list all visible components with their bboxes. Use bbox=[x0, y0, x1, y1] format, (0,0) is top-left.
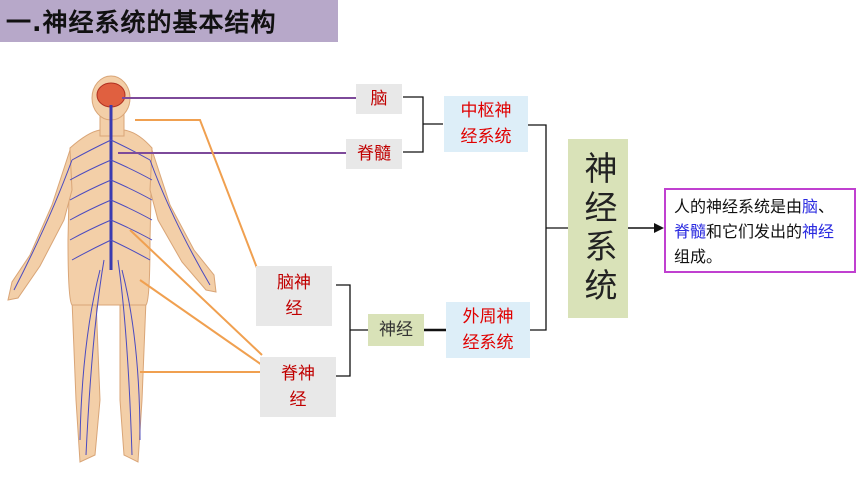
bracket-lines bbox=[336, 96, 568, 377]
summary-nerves: 神经 bbox=[802, 222, 835, 241]
page-title: 一.神经系统的基本结构 bbox=[6, 8, 277, 37]
summary-spinal-cord: 脊髓 bbox=[674, 222, 707, 241]
brain-label: 脑 bbox=[370, 89, 388, 109]
summary-brain: 脑 bbox=[802, 197, 819, 216]
pns-label-line1: 外周神 bbox=[462, 307, 514, 327]
nerves-label: 神经 bbox=[379, 320, 413, 340]
spinal-cord-box: 脊髓 bbox=[346, 139, 402, 169]
spinal-cord-label: 脊髓 bbox=[357, 144, 391, 164]
summary-text-1: 人的神经系统是由 bbox=[674, 197, 803, 216]
spinal-nerves-box: 脊神 经 bbox=[260, 357, 336, 417]
summary-separator: 、 bbox=[818, 197, 835, 216]
spinal-nerves-label-line1: 脊神 bbox=[281, 364, 315, 384]
summary-text-2: 和它们发出的 bbox=[706, 222, 803, 241]
nerves-box: 神经 bbox=[368, 314, 424, 346]
summary-text-3: 组成。 bbox=[674, 247, 723, 266]
cranial-nerves-box: 脑神 经 bbox=[256, 266, 332, 326]
cns-box: 中枢神 经系统 bbox=[444, 96, 528, 152]
summary-box: 人的神经系统是由脑、脊髓和它们发出的神经组成。 bbox=[664, 188, 856, 273]
pns-box: 外周神 经系统 bbox=[446, 302, 530, 358]
cns-label-line1: 中枢神 bbox=[460, 101, 512, 121]
arrow-head bbox=[654, 223, 664, 233]
spinal-nerves-label-line2: 经 bbox=[289, 390, 307, 410]
brain-box: 脑 bbox=[356, 84, 402, 114]
cranial-nerves-label-line2: 经 bbox=[285, 299, 303, 319]
title-bar: 一.神经系统的基本结构 bbox=[0, 0, 338, 42]
cns-label-line2: 经系统 bbox=[460, 127, 512, 147]
pns-label-line2: 经系统 bbox=[462, 333, 514, 353]
human-body-figure bbox=[7, 75, 217, 463]
nervous-system-label: 神经系统 bbox=[579, 150, 618, 307]
nervous-system-box: 神经系统 bbox=[568, 139, 628, 318]
cranial-nerves-label-line1: 脑神 bbox=[277, 273, 311, 293]
nerve-leader-lines bbox=[129, 119, 263, 373]
